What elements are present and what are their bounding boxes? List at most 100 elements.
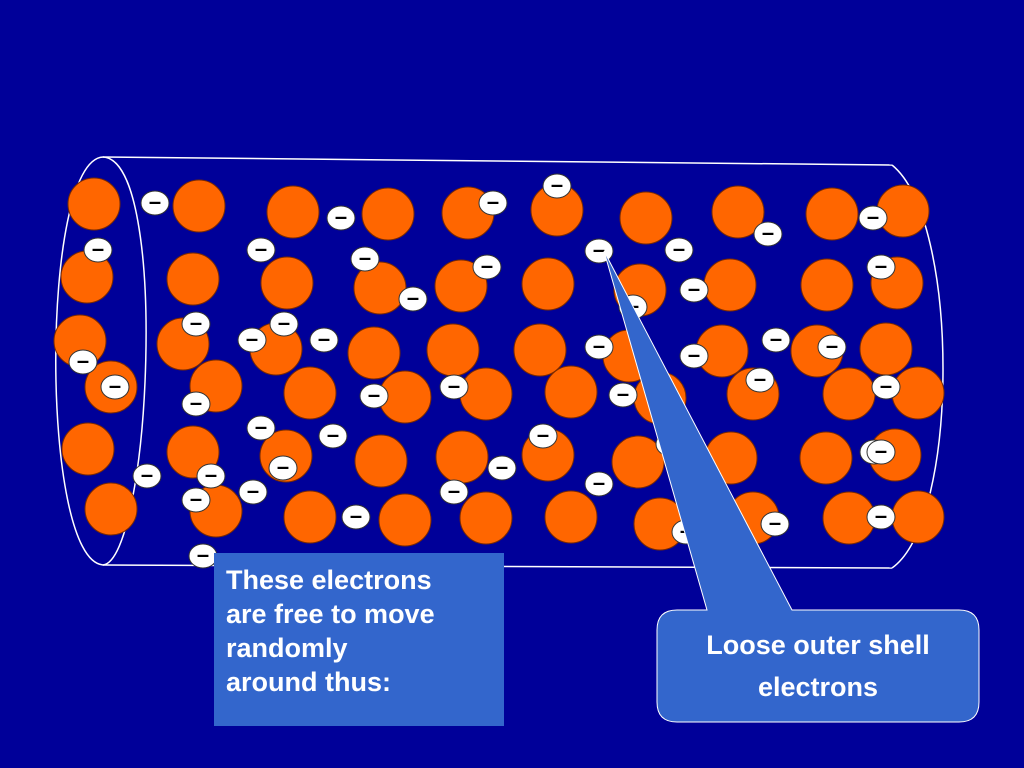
electron-sign: – bbox=[190, 390, 202, 415]
ion-26 bbox=[513, 323, 567, 377]
electron-sign: – bbox=[754, 366, 766, 391]
electron-30: – bbox=[745, 366, 775, 393]
electron-5: – bbox=[350, 245, 380, 272]
electron-sign: – bbox=[277, 454, 289, 479]
electron-sign: – bbox=[190, 486, 202, 511]
wire-top-edge bbox=[102, 156, 893, 166]
electron-sign: – bbox=[551, 172, 563, 197]
ion-13 bbox=[260, 256, 314, 310]
ion-18 bbox=[703, 258, 757, 312]
ion-12 bbox=[166, 252, 220, 306]
electron-38: – bbox=[196, 462, 226, 489]
ion-15 bbox=[434, 259, 488, 313]
electron-29: – bbox=[817, 333, 847, 360]
electron-34: – bbox=[318, 422, 348, 449]
electron-sign: – bbox=[448, 373, 460, 398]
ion-39 bbox=[822, 367, 876, 421]
electron-sign: – bbox=[190, 310, 202, 335]
electron-sign: – bbox=[617, 381, 629, 406]
ion-60 bbox=[891, 490, 945, 544]
ion-56 bbox=[544, 490, 598, 544]
electron-sign: – bbox=[593, 237, 605, 262]
electron-8: – bbox=[472, 253, 502, 280]
ion-54 bbox=[378, 493, 432, 547]
electron-sign: – bbox=[593, 470, 605, 495]
ion-55 bbox=[459, 491, 513, 545]
electron-sign: – bbox=[350, 503, 362, 528]
electron-sign: – bbox=[205, 462, 217, 487]
electron-sign: – bbox=[92, 236, 104, 261]
electron-sign: – bbox=[481, 253, 493, 278]
electron-33: – bbox=[246, 414, 276, 441]
electron-9: – bbox=[398, 285, 428, 312]
electron-43: – bbox=[181, 486, 211, 513]
electron-19: – bbox=[237, 326, 267, 353]
electron-sign: – bbox=[335, 204, 347, 229]
electron-22: – bbox=[100, 373, 130, 400]
ion-44 bbox=[354, 434, 408, 488]
electron-49: – bbox=[760, 510, 790, 537]
free-electrons-line-1: These electrons bbox=[226, 565, 432, 595]
electron-12: – bbox=[753, 220, 783, 247]
electron-40: – bbox=[487, 454, 517, 481]
electron-sign: – bbox=[255, 414, 267, 439]
ion-19 bbox=[800, 258, 854, 312]
ion-45 bbox=[435, 430, 489, 484]
ion-2 bbox=[172, 179, 226, 233]
electron-sign: – bbox=[327, 422, 339, 447]
electron-32: – bbox=[608, 381, 638, 408]
electron-sign: – bbox=[867, 204, 879, 229]
ion-41 bbox=[61, 422, 115, 476]
electron-sign: – bbox=[875, 253, 887, 278]
ion-51 bbox=[84, 482, 138, 536]
electron-44: – bbox=[238, 478, 268, 505]
electron-42: – bbox=[866, 438, 896, 465]
electron-6: – bbox=[542, 172, 572, 199]
electron-2: – bbox=[83, 236, 113, 263]
free-electrons-line-2: are free to move bbox=[226, 599, 435, 629]
electron-layer: ––––––––––––––––––––––––––––––––––––––––… bbox=[68, 172, 901, 569]
electron-sign: – bbox=[880, 373, 892, 398]
electron-13: – bbox=[858, 204, 888, 231]
callout-box bbox=[603, 250, 980, 723]
electron-sign: – bbox=[875, 503, 887, 528]
ion-36 bbox=[544, 365, 598, 419]
electron-sign: – bbox=[487, 189, 499, 214]
electron-39: – bbox=[268, 454, 298, 481]
electron-sign: – bbox=[673, 236, 685, 261]
ion-8 bbox=[711, 185, 765, 239]
loose-electrons-line-2: electrons bbox=[757, 672, 879, 702]
electron-23: – bbox=[181, 390, 211, 417]
electron-17: – bbox=[181, 310, 211, 337]
electron-20: – bbox=[309, 326, 339, 353]
ion-4 bbox=[361, 187, 415, 241]
electron-3: – bbox=[326, 204, 356, 231]
electron-4: – bbox=[246, 236, 276, 263]
ion-25 bbox=[426, 323, 480, 377]
ion-30 bbox=[859, 322, 913, 376]
electron-45: – bbox=[439, 478, 469, 505]
electron-sign: – bbox=[407, 285, 419, 310]
ion-1 bbox=[67, 177, 121, 231]
electron-sign: – bbox=[770, 326, 782, 351]
electron-sign: – bbox=[769, 510, 781, 535]
ion-3 bbox=[266, 185, 320, 239]
electron-47: – bbox=[341, 503, 371, 530]
electron-24: – bbox=[359, 382, 389, 409]
electron-sign: – bbox=[537, 422, 549, 447]
electron-sign: – bbox=[875, 438, 887, 463]
electron-sign: – bbox=[278, 310, 290, 335]
electron-28: – bbox=[761, 326, 791, 353]
ion-7 bbox=[619, 191, 673, 245]
electron-21: – bbox=[68, 348, 98, 375]
electron-25: – bbox=[439, 373, 469, 400]
loose-electrons-label: Loose outer shell electrons bbox=[657, 624, 979, 708]
ion-40 bbox=[891, 366, 945, 420]
electron-sign: – bbox=[77, 348, 89, 373]
electron-sign: – bbox=[688, 342, 700, 367]
electron-15: – bbox=[679, 276, 709, 303]
ion-33 bbox=[283, 366, 337, 420]
electron-sign: – bbox=[359, 245, 371, 270]
